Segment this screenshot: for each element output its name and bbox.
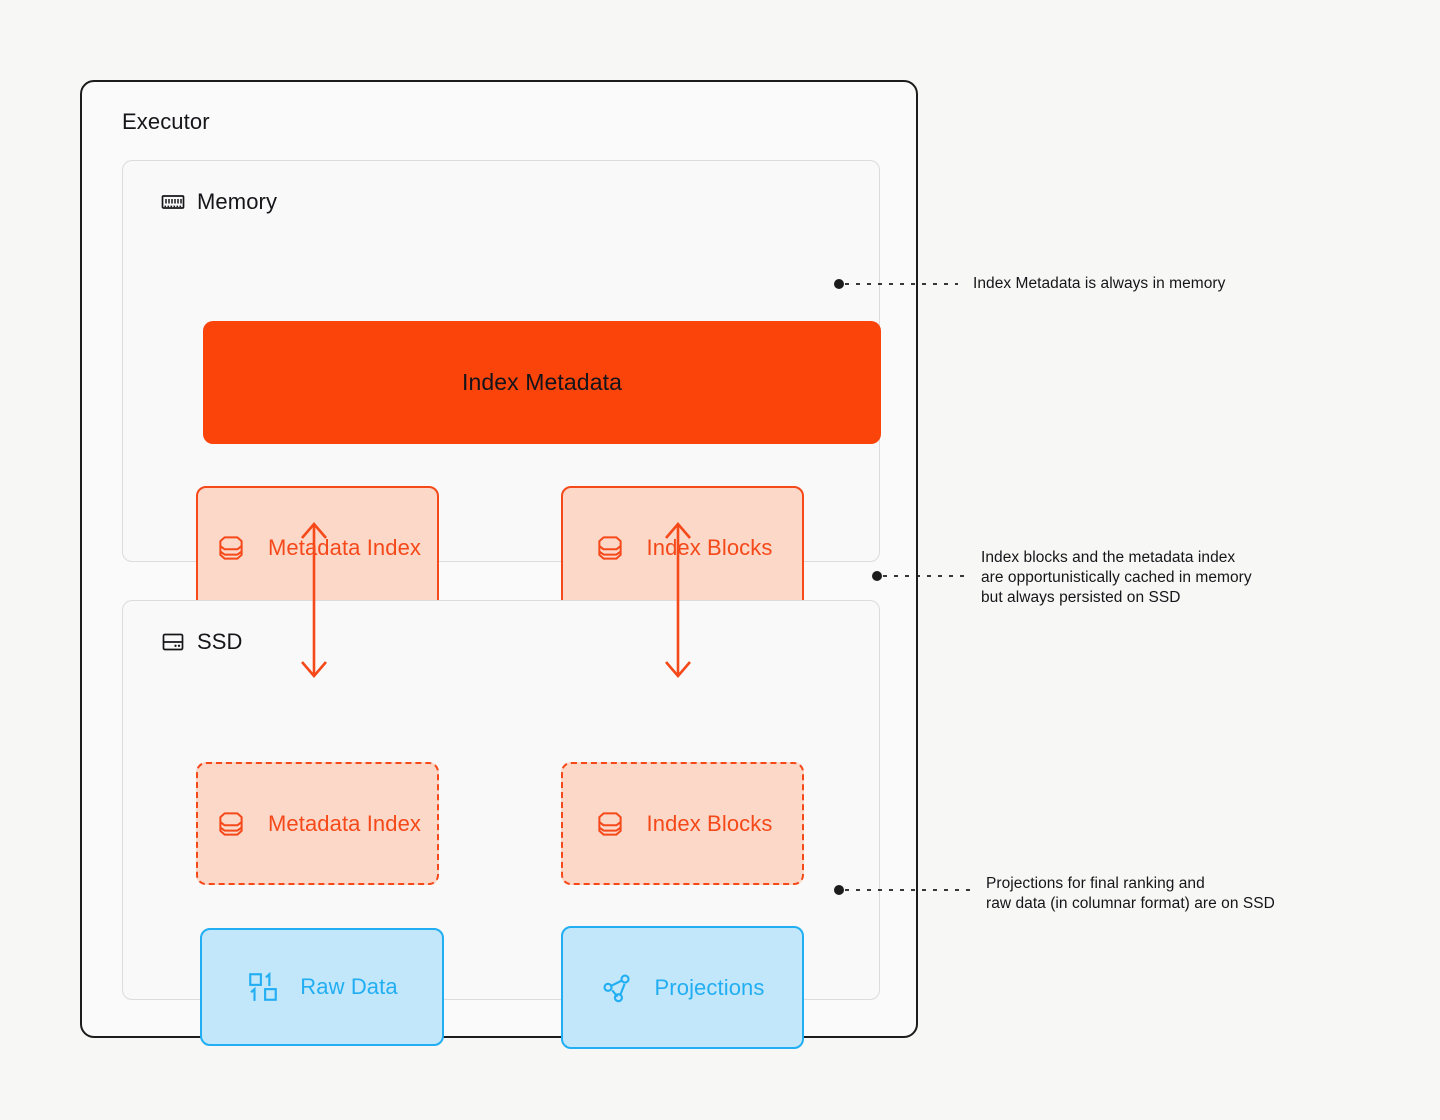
raw-data-label: Raw Data: [300, 974, 398, 999]
memory-tier-label: Memory: [197, 189, 278, 214]
ssd-tier-label: SSD: [197, 629, 243, 654]
memory-metadata-index-box[interactable]: Metadata Index: [196, 486, 439, 609]
memory-metadata-index-label: Metadata Index: [267, 534, 422, 560]
memory-tier-header: Memory: [161, 189, 277, 215]
raw-data-box[interactable]: Raw Data: [200, 928, 444, 1046]
memory-tier-panel: Memory Index Metadata Metadata Index: [122, 160, 881, 609]
projections-box[interactable]: Projections: [561, 926, 804, 1049]
memory-ram-icon: [161, 190, 185, 214]
index-metadata-label: Index Metadata: [462, 369, 622, 395]
annotation-index-metadata: Index Metadata is always in memory: [973, 275, 1226, 292]
executor-title: Executor: [122, 109, 210, 134]
ssd-index-blocks-label: Index Blocks: [646, 810, 773, 836]
memory-index-blocks-label: Index Blocks: [646, 534, 773, 560]
database-icon: [593, 531, 627, 565]
hard-drive-icon: [161, 630, 185, 654]
ssd-tier-header: SSD: [161, 629, 243, 655]
annotation-projections: Projections for final ranking and raw da…: [986, 875, 1275, 912]
annotation-cache-persistence: Index blocks and the metadata index are …: [981, 549, 1252, 606]
binary-icon: [246, 970, 280, 1004]
database-icon: [214, 531, 248, 565]
index-metadata-block[interactable]: Index Metadata: [203, 321, 881, 444]
database-icon: [593, 807, 627, 841]
memory-index-blocks-box[interactable]: Index Blocks: [561, 486, 804, 609]
projections-label: Projections: [654, 974, 765, 1000]
executor-panel: Executor Memory: [80, 80, 918, 1049]
ssd-index-blocks-box[interactable]: Index Blocks: [561, 762, 804, 885]
ssd-metadata-index-label: Metadata Index: [267, 810, 422, 836]
ssd-metadata-index-box[interactable]: Metadata Index: [196, 762, 439, 885]
ssd-tier-panel: SSD Metadata Index: [122, 600, 880, 1049]
node-graph-icon: [601, 971, 635, 1005]
database-icon: [214, 807, 248, 841]
